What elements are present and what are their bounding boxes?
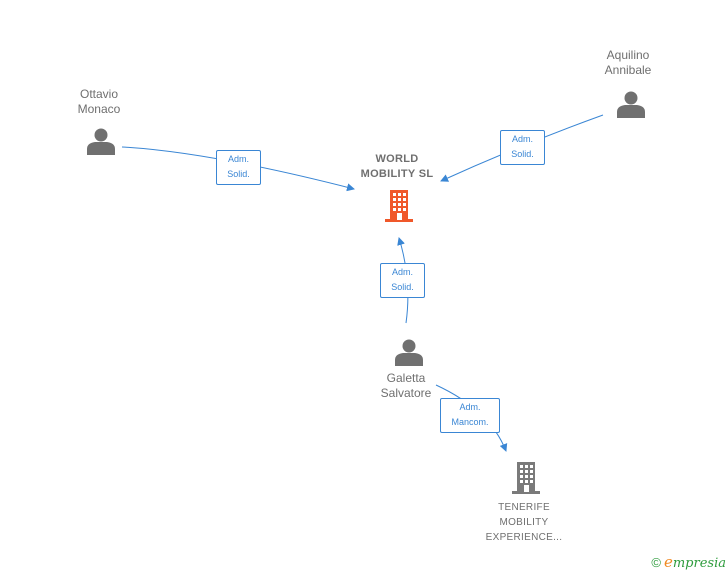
edge-label-role[interactable]: Adm. Solid. [500, 130, 545, 165]
person-label-galetta[interactable]: Galetta Salvatore [370, 371, 442, 401]
role-line: Solid. [511, 149, 534, 159]
brand-logo-text: mpresia [672, 556, 726, 571]
copyright-icon: © [651, 555, 661, 570]
role-line: Adm. [227, 154, 249, 164]
company-name-line: EXPERIENCE... [485, 532, 563, 543]
edge-label-role[interactable]: Adm. Solid. [380, 263, 425, 298]
role-line: Adm. [391, 267, 413, 277]
person-first-name: Galetta [386, 371, 426, 385]
role-line: Adm. [511, 134, 533, 144]
person-icon[interactable] [394, 337, 424, 367]
edge-label-role[interactable]: Adm. Mancom. [440, 398, 500, 433]
edge-label-role[interactable]: Adm. Solid. [216, 150, 261, 185]
brand-logo-initial: e [663, 553, 673, 571]
role-line: Solid. [227, 169, 250, 179]
building-icon[interactable] [383, 188, 415, 224]
person-last-name: Monaco [77, 102, 121, 116]
brand-footer: ©empresia [651, 553, 726, 571]
person-first-name: Ottavio [79, 87, 118, 101]
company-name-line: MOBILITY SL [360, 168, 434, 180]
role-line: Mancom. [451, 417, 489, 427]
person-last-name: Annibale [604, 63, 652, 77]
company-name-line: WORLD [375, 153, 419, 165]
company-name-line: MOBILITY [499, 517, 549, 528]
person-first-name: Aquilino [606, 48, 650, 62]
building-icon[interactable] [510, 460, 542, 496]
person-icon[interactable] [616, 89, 646, 119]
company-name-line: TENERIFE [498, 502, 550, 513]
person-icon[interactable] [86, 126, 116, 156]
person-label-ottavio[interactable]: Ottavio Monaco [64, 87, 134, 117]
company-label-world-mobility[interactable]: WORLD MOBILITY SL [342, 152, 452, 182]
person-label-aquilino[interactable]: Aquilino Annibale [593, 48, 663, 78]
role-line: Adm. [459, 402, 481, 412]
person-last-name: Salvatore [380, 386, 432, 400]
role-line: Solid. [391, 282, 414, 292]
company-label-tenerife-mobility[interactable]: TENERIFE MOBILITY EXPERIENCE... [469, 500, 579, 545]
